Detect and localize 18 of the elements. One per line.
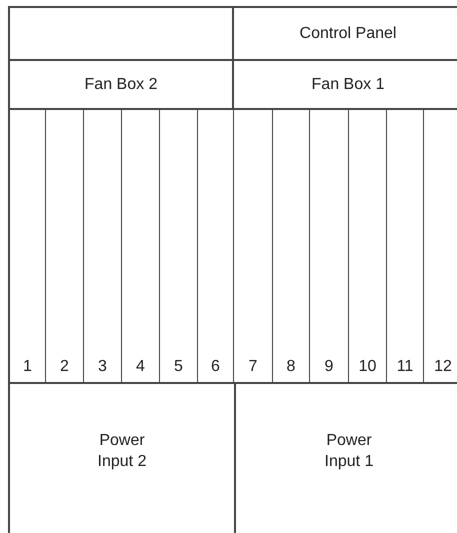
fan-box-section: Fan Box 2 (8, 61, 234, 110)
slot: 7 (234, 110, 273, 384)
power-input-section: Power Input 2 (8, 384, 234, 533)
slot: 1 (8, 110, 46, 384)
slot: 10 (349, 110, 387, 384)
power-input-section: Power Input 1 (234, 384, 457, 533)
slot: 8 (273, 110, 310, 384)
fan-box-section: Fan Box 1 (234, 61, 457, 110)
slot: 5 (160, 110, 198, 384)
slot: 12 (424, 110, 457, 384)
slot: 11 (387, 110, 424, 384)
slot: 2 (46, 110, 84, 384)
slot: 3 (84, 110, 122, 384)
slot: 9 (310, 110, 349, 384)
empty-cell (8, 6, 234, 61)
slot: 6 (198, 110, 234, 384)
panel-label-cell: Control Panel (234, 6, 457, 61)
slot: 4 (122, 110, 160, 384)
